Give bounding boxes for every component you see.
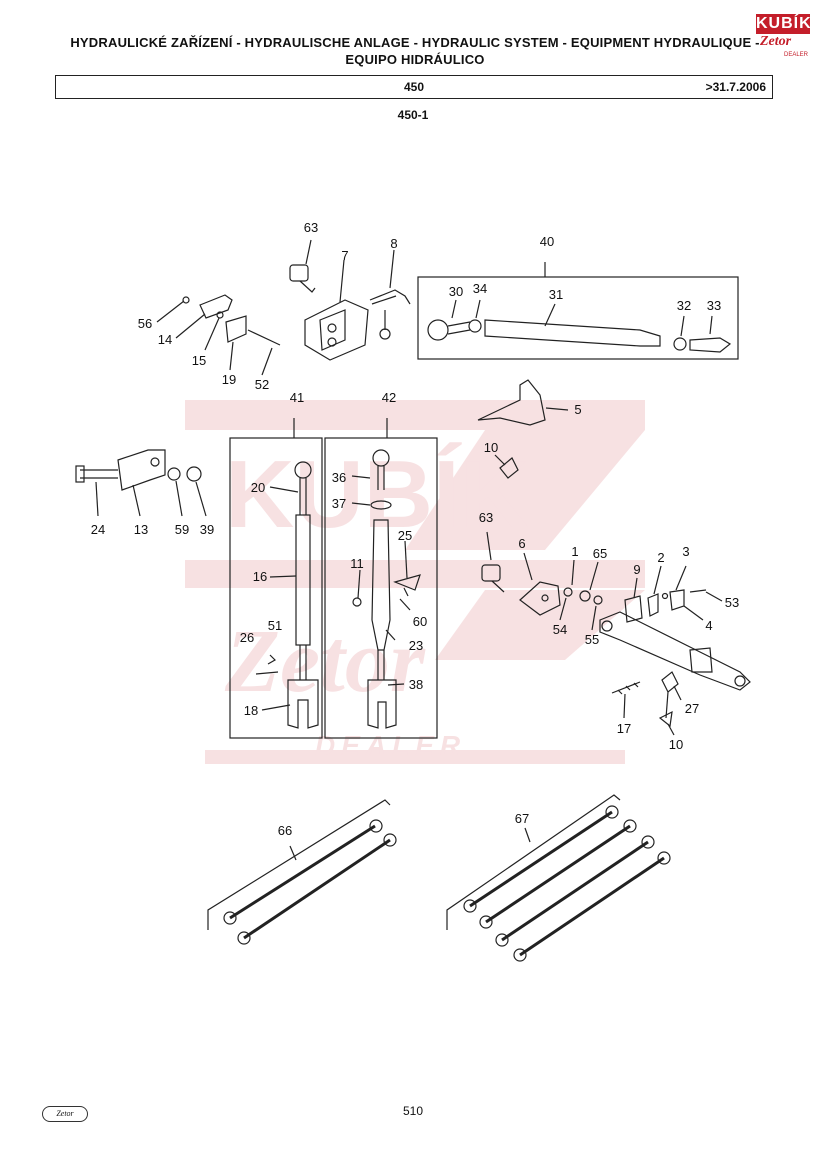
callout-13: 13	[134, 522, 148, 537]
callout-53: 53	[725, 595, 739, 610]
logo-dealer: DEALER	[784, 52, 809, 58]
callout-37: 37	[332, 496, 346, 511]
callout-67: 67	[515, 811, 529, 826]
callout-20: 20	[251, 480, 265, 495]
watermark-dealer: DEALER	[315, 730, 467, 761]
watermark-shapes	[185, 400, 645, 764]
model-box: 450 >31.7.2006	[55, 75, 773, 99]
logo-zetor: Zetor	[760, 34, 792, 49]
callout-11: 11	[350, 556, 364, 571]
date-range: >31.7.2006	[705, 80, 766, 94]
callout-2: 2	[657, 550, 664, 565]
callout-10: 10	[484, 440, 498, 455]
callout-16: 16	[253, 569, 267, 584]
callout-54: 54	[553, 622, 567, 637]
page-number: 510	[402, 1104, 424, 1118]
callout-31: 31	[549, 287, 563, 302]
callout-56: 56	[138, 316, 152, 331]
callout-59: 59	[175, 522, 189, 537]
logo-brand: KUBÍK	[756, 14, 812, 34]
kubik-zetor-logo: KUBÍK Zetor DEALER	[756, 14, 812, 64]
callout-63: 63	[304, 220, 318, 235]
callout-65: 65	[593, 546, 607, 561]
group-box-41	[229, 437, 323, 739]
callout-26: 26	[240, 630, 254, 645]
callout-55: 55	[585, 632, 599, 647]
callout-17: 17	[617, 721, 631, 736]
callout-40: 40	[540, 234, 554, 249]
callout-38: 38	[409, 677, 423, 692]
callout-63-mid: 63	[479, 510, 493, 525]
group-box-40	[417, 276, 739, 360]
callout-6: 6	[518, 536, 525, 551]
callout-5: 5	[574, 402, 581, 417]
callout-24: 24	[91, 522, 105, 537]
section-code: 450-1	[397, 108, 429, 122]
footer-zetor-logo: Zetor	[42, 1106, 88, 1122]
model-number: 450	[403, 80, 425, 94]
callout-60: 60	[413, 614, 427, 629]
callout-1: 1	[571, 544, 578, 559]
callout-32: 32	[677, 298, 691, 313]
callout-39: 39	[200, 522, 214, 537]
callout-33: 33	[707, 298, 721, 313]
callout-10-lower: 10	[669, 737, 683, 752]
callout-25: 25	[398, 528, 412, 543]
callout-19: 19	[222, 372, 236, 387]
group-box-42	[324, 437, 438, 739]
title-line-2: EQUIPO HIDRÁULICO	[345, 52, 485, 67]
callout-52: 52	[255, 377, 269, 392]
callout-66: 66	[278, 823, 292, 838]
callout-3: 3	[682, 544, 689, 559]
callout-23: 23	[409, 638, 423, 653]
watermark-brand: KUBÍK	[225, 441, 529, 548]
title-line-1: HYDRAULICKÉ ZAŘÍZENÍ - HYDRAULISCHE ANLA…	[70, 35, 760, 50]
callout-4: 4	[705, 618, 712, 633]
page-title: HYDRAULICKÉ ZAŘÍZENÍ - HYDRAULISCHE ANLA…	[30, 34, 800, 68]
callout-41: 41	[290, 390, 304, 405]
callout-27: 27	[685, 701, 699, 716]
callout-7: 7	[341, 248, 348, 263]
callout-36: 36	[332, 470, 346, 485]
callout-34: 34	[473, 281, 487, 296]
callout-42: 42	[382, 390, 396, 405]
callout-51: 51	[268, 618, 282, 633]
callout-9: 9	[633, 562, 640, 577]
callout-14: 14	[158, 332, 172, 347]
callout-8: 8	[390, 236, 397, 251]
callout-18: 18	[244, 703, 258, 718]
callout-15: 15	[192, 353, 206, 368]
callout-30: 30	[449, 284, 463, 299]
